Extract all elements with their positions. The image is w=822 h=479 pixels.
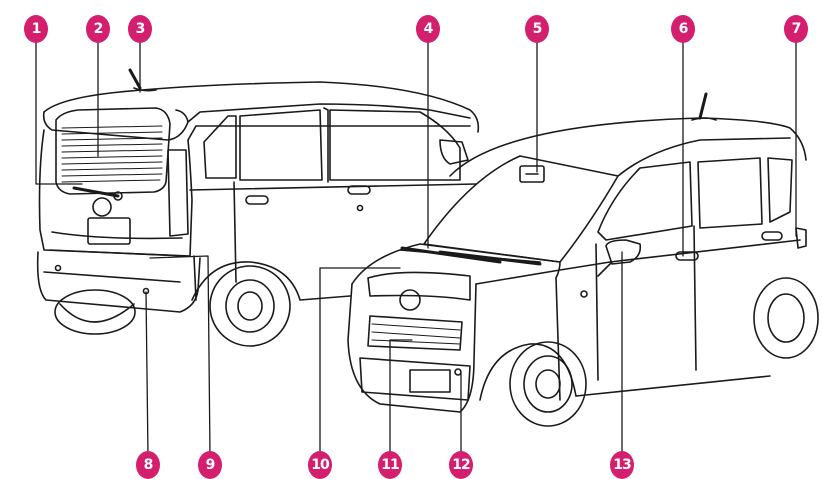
- callout-4: 4: [416, 15, 440, 43]
- callout-1: 1: [24, 15, 48, 43]
- callout-13: 13: [610, 451, 634, 479]
- callout-11: 11: [378, 451, 402, 479]
- callout-leader-lines: [35, 41, 797, 457]
- callout-5: 5: [525, 15, 549, 43]
- leader-line-9: [149, 255, 211, 457]
- front-car-drawing: [347, 92, 819, 427]
- callout-7: 7: [784, 15, 808, 43]
- callout-10: 10: [308, 451, 332, 479]
- callout-12: 12: [449, 451, 473, 479]
- leader-line-10: [319, 267, 401, 457]
- rear-car-drawing: [36, 68, 480, 347]
- leader-line-8: [145, 291, 149, 457]
- callout-2: 2: [86, 15, 110, 43]
- callout-3: 3: [128, 15, 152, 43]
- leader-line-1: [35, 41, 83, 185]
- leader-line-11: [389, 339, 413, 457]
- callout-6: 6: [671, 15, 695, 43]
- callout-8: 8: [136, 451, 160, 479]
- callout-9: 9: [198, 451, 222, 479]
